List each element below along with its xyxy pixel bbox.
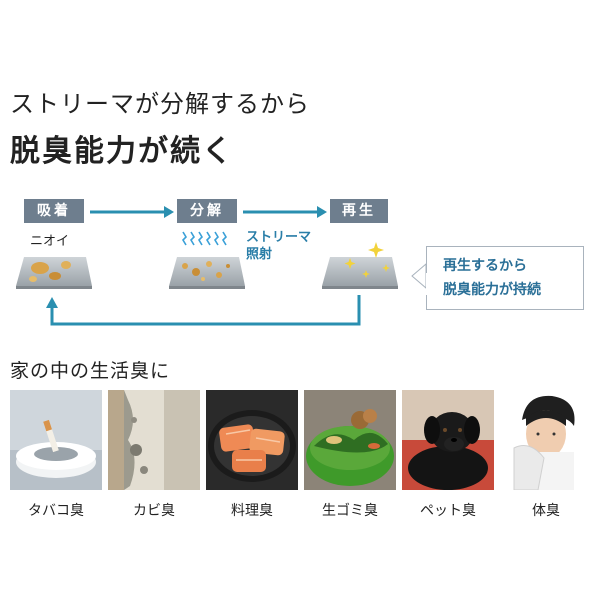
odor-plate-icon — [16, 257, 92, 289]
step-label-decompose: 分解 — [177, 199, 237, 223]
decompose-plate-icon — [169, 257, 245, 289]
page-title: 脱臭能力が続く — [10, 134, 234, 169]
streamer-rays-icon — [181, 231, 228, 246]
arrow-right-icon — [243, 206, 327, 218]
arrow-right-icon — [90, 206, 174, 218]
step-label-adsorb: 吸着 — [24, 199, 84, 223]
result-callout: 再生するから 脱臭能力が持続 — [426, 246, 584, 310]
sparkle-icon — [344, 242, 390, 278]
callout-pointer — [411, 262, 427, 290]
cigarette-ashtray-icon — [10, 390, 102, 490]
examples-heading: 家の中の生活臭に — [10, 360, 171, 382]
result-line-2: 脱臭能力が持続 — [443, 282, 541, 298]
step2-caption-line1: ストリーマ — [246, 230, 312, 245]
man-towel-icon — [500, 390, 592, 490]
photo-label-mold: カビ臭 — [133, 503, 175, 519]
photo-label-pet: ペット臭 — [420, 503, 476, 519]
callout-mask — [426, 273, 427, 295]
photo-label-body: 体臭 — [532, 503, 560, 519]
return-arrow-icon — [46, 295, 361, 326]
photo-label-garbage: 生ゴミ臭 — [322, 503, 378, 519]
photo-label-tobacco: タバコ臭 — [28, 503, 84, 519]
step1-caption: ニオイ — [30, 234, 70, 249]
step-label-regenerate: 再生 — [330, 199, 388, 223]
photo-label-cooking: 料理臭 — [231, 503, 273, 519]
food-waste-bowl-icon — [304, 390, 396, 490]
mold-wall-icon — [108, 390, 200, 490]
black-dog-icon — [402, 390, 494, 490]
subtitle: ストリーマが分解するから — [10, 90, 310, 118]
step2-caption-line2: 照射 — [246, 247, 273, 262]
clean-plate-icon — [322, 257, 398, 289]
salmon-pan-icon — [206, 390, 298, 490]
result-line-1: 再生するから — [443, 258, 527, 274]
process-diagram — [16, 206, 427, 326]
